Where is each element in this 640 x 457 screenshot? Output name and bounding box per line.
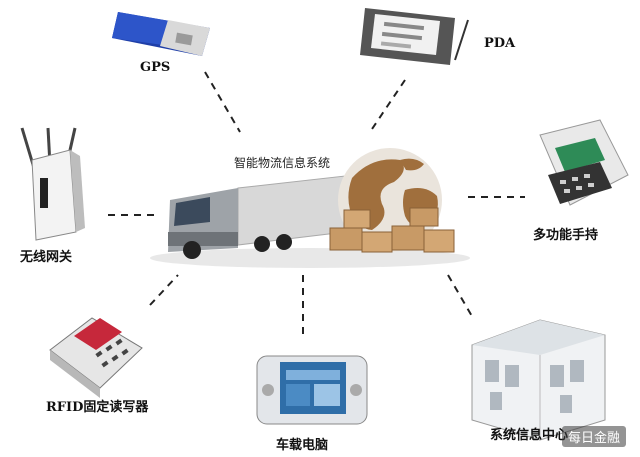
router-icon bbox=[20, 127, 85, 241]
label-router: 无线网关 bbox=[20, 250, 73, 265]
connector-pda bbox=[369, 79, 406, 133]
pda-icon bbox=[360, 8, 469, 65]
connector-rfid bbox=[149, 274, 179, 306]
truck-wheel bbox=[183, 241, 201, 259]
watermark: 每日金融 bbox=[561, 426, 626, 447]
label-pda: PDA bbox=[484, 36, 516, 51]
truck-globe-illustration bbox=[150, 148, 470, 268]
truck-trailer bbox=[237, 175, 346, 246]
label-vehicle-pc: 车载电脑 bbox=[276, 438, 329, 453]
truck-wheel bbox=[276, 234, 292, 250]
cardboard-boxes bbox=[329, 207, 455, 253]
handheld-icon bbox=[539, 119, 629, 206]
gps-card-icon bbox=[112, 12, 210, 56]
label-rfid: RFID固定读写器 bbox=[46, 400, 149, 415]
label-info-center: 系统信息中心 bbox=[490, 428, 569, 443]
connector-gps bbox=[204, 71, 241, 133]
label-handheld: 多功能手持 bbox=[533, 228, 599, 243]
vehicle-pc-icon bbox=[256, 355, 368, 425]
info-center-icon bbox=[471, 319, 606, 441]
connector-info-center bbox=[447, 274, 474, 319]
rfid-reader-icon bbox=[49, 317, 143, 398]
connectors bbox=[108, 71, 525, 340]
truck-wheel bbox=[254, 236, 270, 252]
center-title: 智能物流信息系统 bbox=[234, 156, 331, 170]
label-gps: GPS bbox=[140, 60, 171, 75]
